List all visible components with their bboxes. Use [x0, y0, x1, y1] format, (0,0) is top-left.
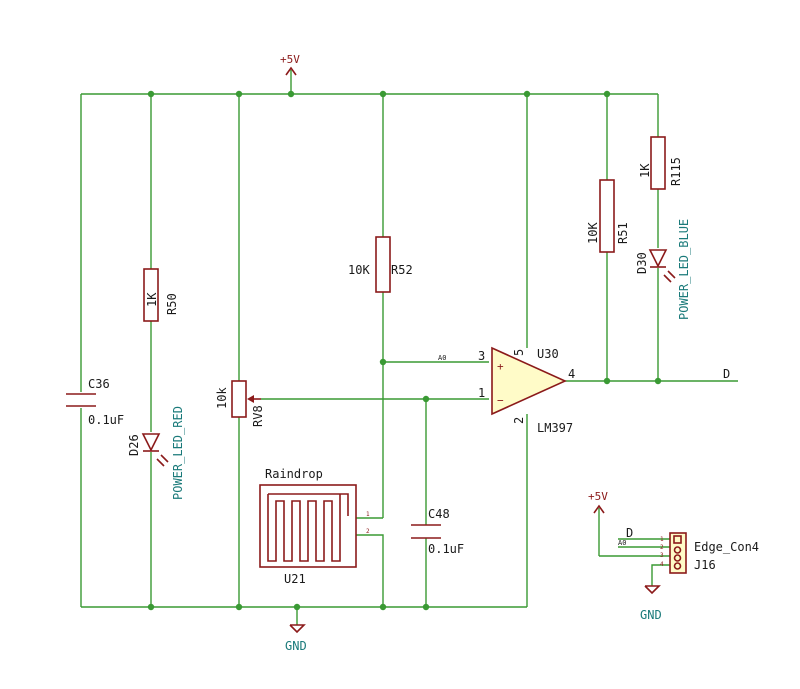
u30-pin3: 3: [478, 349, 485, 363]
capacitor-c36: C36 0.1uF: [66, 377, 124, 427]
u21-ref: U21: [284, 572, 306, 586]
gnd-symbol-connector: GND: [640, 585, 662, 622]
u21-pin2: 2: [366, 528, 370, 535]
j16-pin4: 4: [660, 561, 664, 568]
resistor-r51: 10K R51: [586, 179, 630, 253]
u30-pin2: 2: [512, 417, 526, 424]
net-label-d-connector: D: [626, 526, 633, 540]
u30-minus-sign: −: [497, 394, 504, 407]
c36-value: 0.1uF: [88, 413, 124, 427]
u30-pin5: 5: [512, 349, 526, 356]
wires: [80, 70, 738, 625]
d30-ref: D30: [635, 252, 649, 274]
r51-ref: R51: [616, 222, 630, 244]
r115-ref: R115: [669, 157, 683, 186]
r52-value: 10K: [348, 263, 370, 277]
sensor-u21: Raindrop U21 1 2: [259, 467, 370, 586]
gnd-label-bottom: GND: [285, 639, 307, 653]
vcc-label-top: +5V: [280, 53, 300, 66]
net-label-d-output: D: [723, 367, 730, 381]
j16-pin1: 1: [660, 536, 664, 543]
connector-j16: 1 2 3 4 Edge_Con4 J16: [660, 532, 759, 574]
c48-value: 0.1uF: [428, 542, 464, 556]
rv8-ref: RV8: [251, 405, 265, 427]
c36-ref: C36: [88, 377, 110, 391]
junctions: [147, 90, 662, 611]
net-label-a0-connector: A0: [618, 539, 626, 547]
net-label-a0-input: A0: [438, 354, 446, 362]
u21-pin1: 1: [366, 511, 370, 518]
capacitor-c48: C48 0.1uF: [411, 507, 464, 556]
rv8-value: 10k: [215, 387, 229, 409]
r51-value: 10K: [586, 222, 600, 244]
d30-value: POWER_LED_BLUE: [677, 219, 691, 320]
j16-ref: J16: [694, 558, 716, 572]
u21-value: Raindrop: [265, 467, 323, 481]
led-d30: D30 POWER_LED_BLUE: [635, 219, 691, 320]
u30-ref: U30: [537, 347, 559, 361]
r115-value: 1K: [638, 163, 652, 178]
gnd-symbol-bottom: GND: [285, 624, 307, 653]
led-d26: D26 POWER_LED_RED: [127, 406, 185, 500]
d26-value: POWER_LED_RED: [171, 406, 185, 500]
r50-value: 1K: [145, 292, 159, 307]
d26-ref: D26: [127, 434, 141, 456]
vcc-symbol-connector: +5V: [588, 490, 608, 514]
potentiometer-rv8: 10k RV8: [215, 380, 265, 427]
resistor-r52: 10K R52: [348, 236, 413, 293]
r50-ref: R50: [165, 293, 179, 315]
u30-plus-sign: +: [497, 360, 504, 373]
u30-value: LM397: [537, 421, 573, 435]
c48-ref: C48: [428, 507, 450, 521]
r52-ref: R52: [391, 263, 413, 277]
j16-value: Edge_Con4: [694, 540, 759, 554]
gnd-label-connector: GND: [640, 608, 662, 622]
vcc-symbol-top: +5V: [280, 53, 300, 76]
resistor-r115: 1K R115: [638, 136, 683, 190]
vcc-label-connector: +5V: [588, 490, 608, 503]
j16-pin3: 3: [660, 552, 664, 559]
resistor-r50: 1K R50: [143, 268, 179, 322]
u30-pin4: 4: [568, 367, 575, 381]
comparator-u30: + − 3 1 4 5 2 U30 LM397: [478, 346, 575, 435]
u30-pin1: 1: [478, 386, 485, 400]
j16-pin2: 2: [660, 544, 664, 551]
